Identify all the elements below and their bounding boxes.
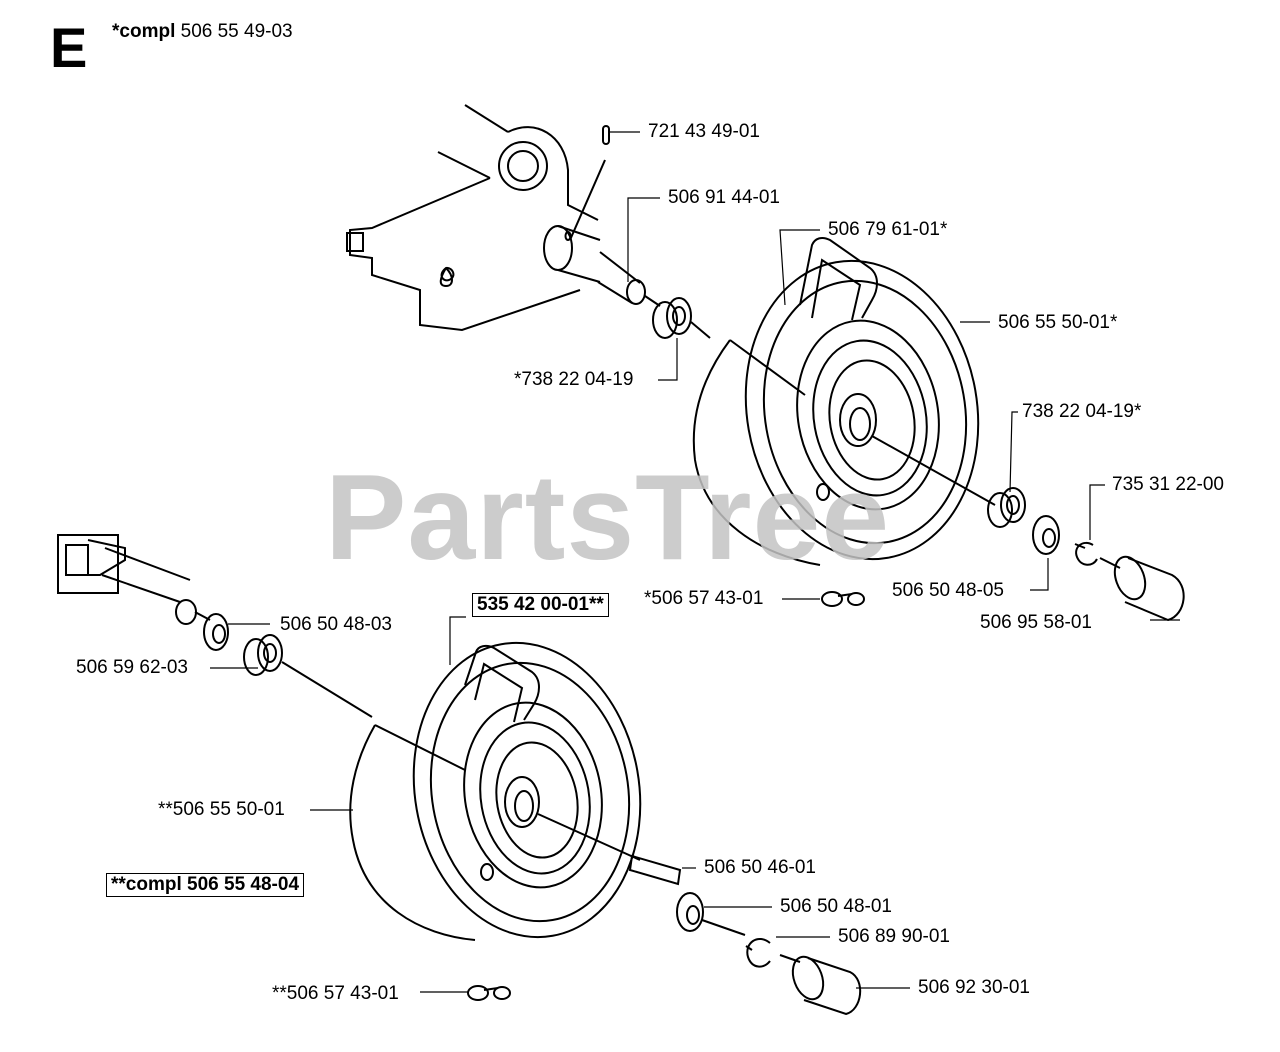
part-label-506-91-44-01[interactable]: 506 91 44-01 (668, 187, 780, 208)
part-label-738-22-04-19-pre[interactable]: *738 22 04-19 (514, 369, 634, 390)
pin-part (569, 125, 610, 241)
upper-wheel (692, 236, 996, 566)
leader-lines (210, 131, 1180, 993)
part-label-738-22-04-19-post[interactable]: 738 22 04-19* (1022, 401, 1142, 422)
part-label-506-50-48-01[interactable]: 506 50 48-01 (780, 896, 892, 917)
part-label-506-79-61-01[interactable]: 506 79 61-01* (828, 219, 948, 240)
part-label-506-50-48-05[interactable]: 506 50 48-05 (892, 580, 1004, 601)
upper-axle (543, 225, 661, 307)
lower-wheel (349, 641, 642, 941)
part-label-506-55-50-01-double[interactable]: **506 55 50-01 (158, 799, 285, 820)
part-label-506-59-62-03[interactable]: 506 59 62-03 (76, 657, 188, 678)
compl-number: 506 55 49-03 (180, 21, 293, 42)
part-label-506-57-43-01-single[interactable]: *506 57 43-01 (644, 588, 764, 609)
upper-right-hardware (987, 487, 1185, 622)
upper-clip (821, 591, 865, 607)
part-label-506-55-50-01-star[interactable]: 506 55 50-01* (998, 312, 1118, 333)
part-label-506-92-30-01[interactable]: 506 92 30-01 (918, 977, 1030, 998)
part-label-506-89-90-01[interactable]: 506 89 90-01 (838, 926, 950, 947)
compl-prefix: *compl (112, 21, 176, 42)
part-label-506-57-43-01-double[interactable]: **506 57 43-01 (272, 983, 399, 1004)
part-label-721-43-49-01[interactable]: 721 43 49-01 (648, 121, 760, 142)
watermark: PartsTree (325, 449, 891, 585)
part-label-506-50-48-03[interactable]: 506 50 48-03 (280, 614, 392, 635)
bracket-arm (346, 104, 599, 332)
part-label-506-95-58-01[interactable]: 506 95 58-01 (980, 612, 1092, 633)
lower-clip (467, 985, 511, 1001)
part-label-506-50-46-01[interactable]: 506 50 46-01 (704, 857, 816, 878)
part-label-735-31-22-00[interactable]: 735 31 22-00 (1112, 474, 1224, 495)
lower-right-hardware (628, 854, 862, 1016)
assembly-heading: *compl 506 55 49-03 (112, 21, 293, 43)
part-label-535-42-00-01[interactable]: 535 42 00-01** (472, 593, 609, 617)
section-letter: E (50, 16, 88, 79)
upper-bearing (652, 297, 711, 339)
lower-bracket (57, 534, 373, 718)
part-label-compl-506-55-48-04[interactable]: **compl 506 55 48-04 (106, 873, 305, 897)
